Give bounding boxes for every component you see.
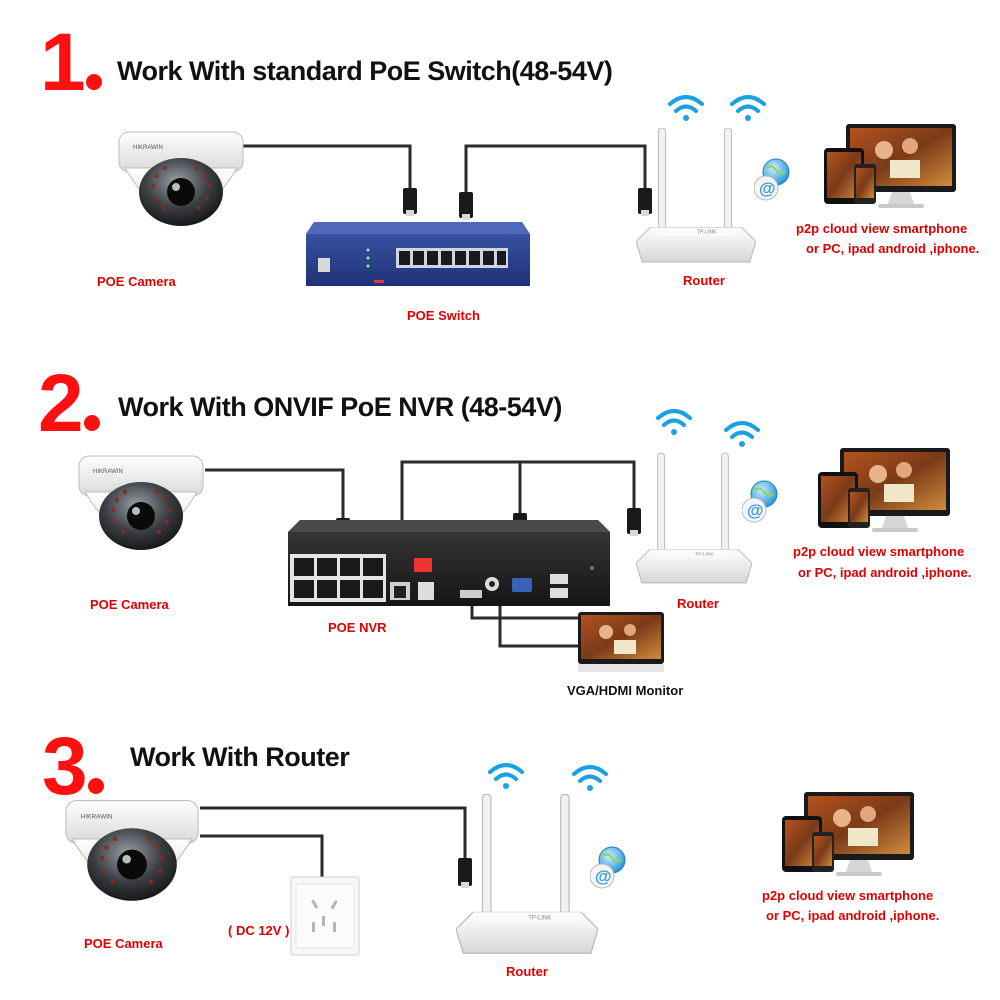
camera-label: POE Camera [90,597,169,612]
wifi-signal-icon [572,765,608,792]
power-label: ( DC 12V ) [228,923,290,938]
wifi-router-icon [636,128,756,263]
router-label: Router [677,596,719,611]
poe-switch-icon [306,222,530,286]
p2p-text-1: p2p cloud view smartphone [796,221,968,236]
devices-icon [782,792,914,876]
nvr-label: POE NVR [328,620,387,635]
wifi-signal-icon [724,421,760,448]
section-2-number: 2 [38,363,100,445]
cloud-globe-icon [754,158,790,201]
devices-icon [824,124,956,208]
wall-outlet-icon [290,876,360,956]
dome-camera-icon [65,799,199,902]
p2p-text-1: p2p cloud view smartphone [762,888,934,903]
dome-camera-icon [118,131,244,227]
wifi-signal-icon [730,95,766,122]
p2p-text-1: p2p cloud view smartphone [793,544,965,559]
section-3-number: 3 [42,726,104,808]
section-1-title: Work With standard PoE Switch(48-54V) [117,56,613,86]
devices-icon [818,448,950,532]
router-label: Router [506,964,548,979]
nvr-recorder-icon [288,520,610,606]
camera-label: POE Camera [97,274,176,289]
p2p-text-2: or PC, ipad android ,iphone. [806,241,980,256]
wifi-router-icon [456,794,598,954]
dome-camera-icon [78,455,204,551]
camera-label: POE Camera [84,936,163,951]
cloud-globe-icon [742,480,778,523]
p2p-text-2: or PC, ipad android ,iphone. [798,565,972,580]
wifi-signal-icon [668,95,704,122]
p2p-text-2: or PC, ipad android ,iphone. [766,908,940,923]
router-label: Router [683,273,725,288]
monitor-label: VGA/HDMI Monitor [567,683,684,698]
monitor-icon [578,612,664,672]
wifi-router-icon [636,452,752,584]
wifi-signal-icon [656,409,692,436]
cloud-globe-icon [590,846,626,889]
section-2-title: Work With ONVIF PoE NVR (48-54V) [118,392,562,422]
wifi-signal-icon [488,763,524,790]
section-3-title: Work With Router [130,742,350,772]
section-1-number: 1 [40,22,102,104]
switch-label: POE Switch [407,308,480,323]
